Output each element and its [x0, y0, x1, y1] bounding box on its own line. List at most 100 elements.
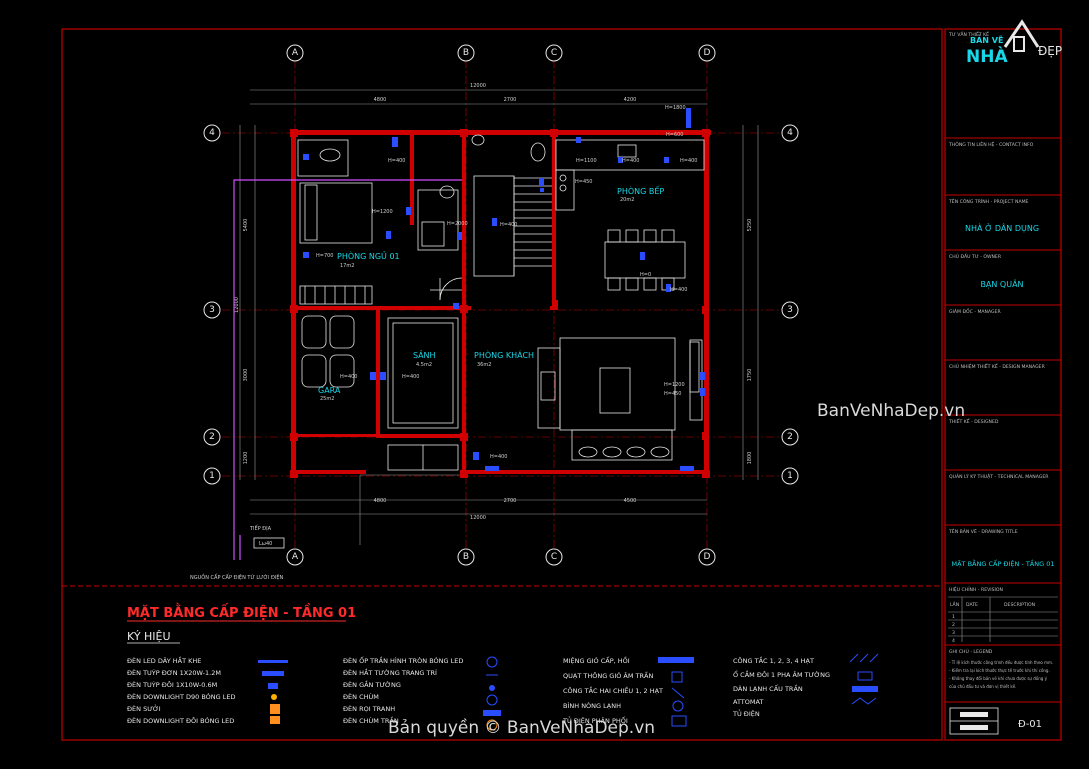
dim-right-1: 5250 — [747, 219, 753, 232]
dim-top-total: 12000 — [470, 83, 486, 89]
room-kitchen-area: 20m2 — [620, 197, 634, 203]
legend-heading: KÝ HIỆU — [127, 630, 171, 643]
dim-left-3: 1200 — [243, 452, 249, 465]
grid-label-3-left: 3 — [209, 305, 215, 315]
height-note-4: H=700 — [316, 253, 334, 259]
tb-note: - Kiểm tra lại kích thước thực tế trước … — [949, 668, 1050, 673]
dim-top-bc: 2700 — [504, 97, 517, 103]
legend-col-1-symbols — [258, 660, 288, 724]
dim-top-ab: 4800 — [374, 97, 387, 103]
legend-col-3: MIỆNG GIÓ CẤP, HỒI QUẠT THÔNG GIÓ ÂM TRẦ… — [562, 655, 663, 725]
legend-item: ĐÈN DOWNLIGHT D90 BÓNG LED — [127, 692, 236, 701]
tb-consultant-label: TƯ VẤN THIẾT KẾ — [948, 30, 989, 38]
tb-note: - Tỉ lệ kích thước công trình đều được t… — [949, 660, 1053, 665]
watermark-copyright: Bản quyền © BanVeNhaDep.vn — [388, 717, 655, 738]
tb-rev-row: 4 — [952, 638, 955, 644]
height-note-9: H=400 — [680, 158, 698, 164]
tb-rev-col-desc: DESCRIPTION — [1004, 602, 1035, 608]
legend-item: ATTOMAT — [733, 698, 763, 706]
tb-revision-label: HIỆU CHỈNH - REVISION — [949, 585, 1003, 593]
height-note-3: H=2000 — [447, 221, 468, 227]
height-note-15: H=450 — [664, 391, 682, 397]
room-garage-area: 25m2 — [320, 396, 334, 402]
grid-label-c-bottom: C — [551, 552, 557, 562]
grid-label-1-left: 1 — [209, 471, 215, 481]
legend-col-4: CÔNG TẮC 1, 2, 3, 4 HẠT Ổ CẮM ĐÔI 1 PHA … — [732, 655, 830, 718]
height-note-10: H=450 — [575, 179, 593, 185]
grid-label-b-bottom: B — [463, 552, 469, 562]
room-bedroom-label: PHÒNG NGỦ 01 — [337, 250, 400, 261]
power-cable — [233, 179, 462, 560]
logo: BẢN VẼ NHÀ ĐẸP — [966, 19, 1062, 67]
grid-label-2-left: 2 — [209, 432, 215, 442]
ground-box — [253, 537, 285, 549]
legend-col-2-symbols — [483, 656, 501, 731]
walls — [290, 129, 711, 478]
grid-label-d-bottom: D — [704, 552, 711, 562]
legend-item: ĐÈN TUÝP ĐƠN 1X20W-1.2M — [127, 668, 221, 677]
tb-rev-row: 3 — [952, 630, 955, 636]
tb-contact-label: THÔNG TIN LIÊN HỆ - CONTACT INFO — [948, 140, 1034, 148]
grid-bubbles: A B C D A B C D 4 3 2 1 4 3 2 1 — [203, 44, 799, 566]
logo-text-right: ĐẸP — [1038, 44, 1062, 58]
tb-rev-col-no: LẦN — [950, 600, 959, 608]
height-note-16: H=400 — [490, 454, 508, 460]
grid-label-1-right: 1 — [787, 471, 793, 481]
height-note-13: H=400 — [402, 374, 420, 380]
height-note-17: H=600 — [666, 132, 684, 138]
room-hall-label: SẢNH — [413, 349, 436, 360]
dim-bottom-cd: 4500 — [624, 498, 637, 504]
furniture — [297, 134, 705, 545]
tb-drawing-value: MẶT BẰNG CẤP ĐIỆN - TẦNG 01 — [952, 558, 1055, 568]
grid-label-a-bottom: A — [292, 552, 299, 562]
tb-owner-label: CHỦ ĐẦU TƯ - OWNER — [949, 252, 1002, 260]
height-note-1: H=400 — [388, 158, 406, 164]
legend-item: ĐÈN SƯỞI — [127, 703, 161, 713]
electrical-symbols — [303, 108, 705, 471]
tb-manager-label: GIÁM ĐỐC - MANAGER — [949, 307, 1002, 315]
room-kitchen-label: PHÒNG BẾP — [617, 185, 664, 196]
height-note-7: H=1100 — [576, 158, 597, 164]
title-block-border — [944, 28, 1062, 741]
tb-design-manager-label: CHỦ NHIỆM THIẾT KẾ - DESIGN MANAGER — [949, 362, 1046, 370]
room-hall-area: 4.5m2 — [416, 362, 432, 368]
tb-note: của chủ đầu tư và đơn vị thiết kế. — [949, 684, 1016, 689]
watermark-site: BanVeNhaDep.vn — [817, 401, 965, 421]
dim-top-cd: 4200 — [624, 97, 637, 103]
height-note-5: H=400 — [500, 222, 518, 228]
legend-item: TỦ ĐIỆN — [732, 708, 760, 718]
dim-bottom-ab: 4800 — [374, 498, 387, 504]
legend-col-2: ĐÈN ỐP TRẦN HÌNH TRÒN BÓNG LED ĐÈN HẮT T… — [343, 655, 463, 725]
dim-right-2: 1750 — [747, 369, 753, 382]
legend-item: CÔNG TẮC HAI CHIỀU 1, 2 HẠT — [563, 685, 663, 695]
legend-item: MIỆNG GIÓ CẤP, HỒI — [563, 655, 630, 665]
room-bedroom-area: 17m2 — [340, 263, 354, 269]
grid-label-4-right: 4 — [787, 128, 793, 138]
tb-rev-row: 2 — [952, 622, 955, 628]
room-garage-label: GARA — [318, 386, 341, 395]
room-living-label: PHÒNG KHÁCH — [474, 349, 534, 360]
title-block: TƯ VẤN THIẾT KẾ THÔNG TIN LIÊN HỆ - CONT… — [945, 30, 1061, 735]
grid-label-c-top: C — [551, 48, 557, 58]
height-note-8: H=400 — [622, 158, 640, 164]
legend-item: ĐÈN ỐP TRẦN HÌNH TRÒN BÓNG LED — [343, 655, 463, 665]
legend-item: CÔNG TẮC 1, 2, 3, 4 HẠT — [733, 655, 814, 665]
ground-label: TIẾP ĐỊA — [249, 524, 272, 532]
dim-bottom-bc: 2700 — [504, 498, 517, 504]
legend-col-4-symbols — [849, 653, 879, 705]
tb-notes-label: GHI CHÚ - LEGEND — [949, 648, 993, 655]
height-notes: H=400 H=1200 H=2000 H=700 H=400 H=1800 H… — [316, 105, 698, 460]
legend-item: ĐÈN LED DÂY HẮT KHE — [127, 655, 201, 665]
tb-drawing-label: TÊN BẢN VẼ - DRAWING TITLE — [948, 527, 1018, 535]
grid-label-b-top: B — [463, 48, 469, 58]
room-labels: PHÒNG NGỦ 01 17m2 PHÒNG BẾP 20m2 SẢNH 4.… — [318, 185, 664, 402]
tb-note: - Không thay đổi bản vẽ khi chưa được sự… — [949, 676, 1048, 681]
tb-rev-row: 1 — [952, 614, 955, 620]
legend-item: QUẠT THÔNG GIÓ ÂM TRẦN — [563, 670, 653, 680]
dimension-lines: 12000 4800 2700 4200 4800 2700 4500 1200… — [234, 83, 759, 521]
grid-label-2-right: 2 — [787, 432, 793, 442]
height-note-12: H=400 — [340, 374, 358, 380]
tb-project-value: NHÀ Ở DÂN DỤNG — [965, 222, 1039, 233]
legend-item: ĐÈN RỌI TRANH — [343, 704, 395, 713]
